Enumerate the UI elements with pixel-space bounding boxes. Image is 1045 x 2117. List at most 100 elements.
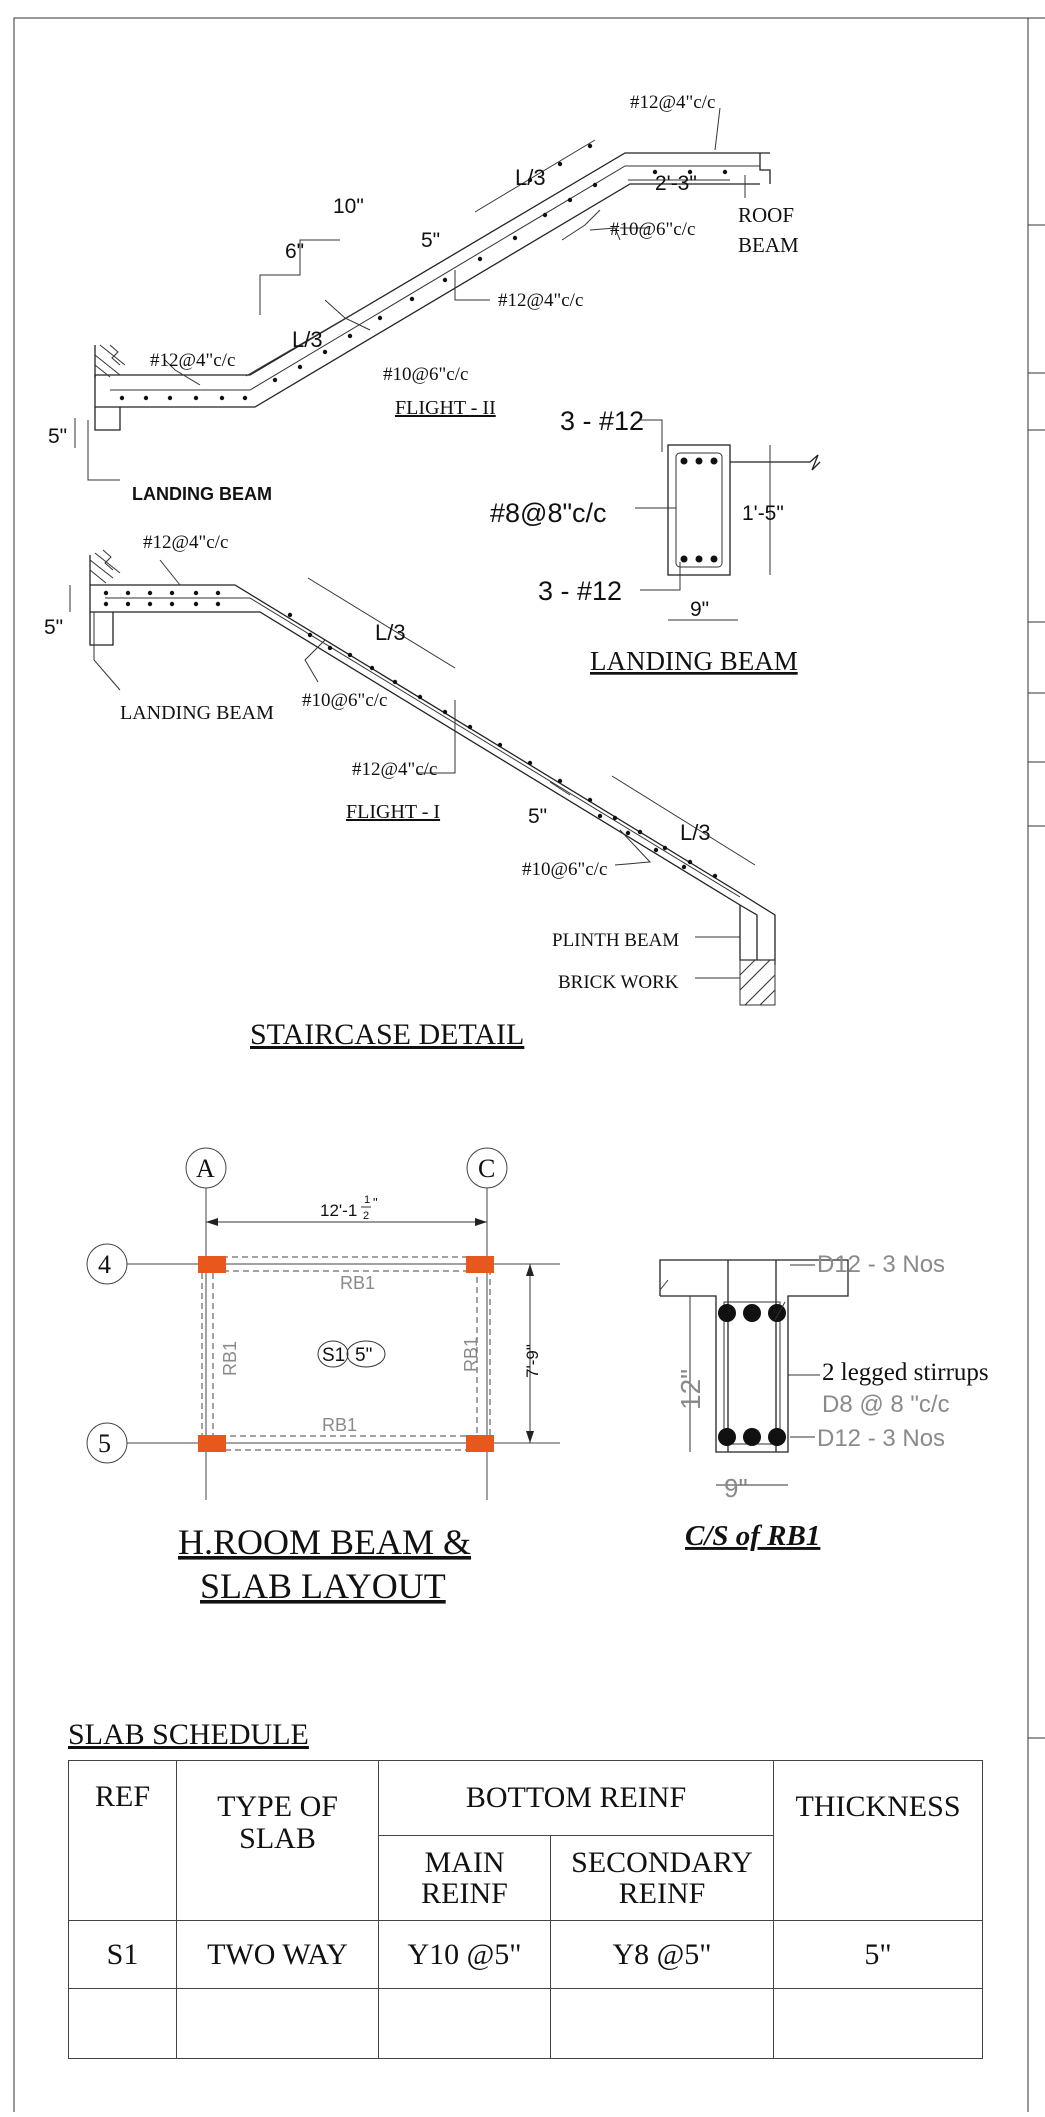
layout-title-2: SLAB LAYOUT xyxy=(200,1566,446,1606)
flight-2-landing-beam xyxy=(94,345,121,431)
cell-ref xyxy=(68,1988,177,2059)
landing-beam-depth: 1'-5" xyxy=(742,502,784,525)
dim-line xyxy=(245,303,371,377)
flight-1-thickness: 5" xyxy=(528,805,547,828)
slab-schedule-title: SLAB SCHEDULE xyxy=(68,1718,309,1751)
beam-label-right: RB1 xyxy=(461,1337,481,1372)
break-line xyxy=(102,549,114,571)
landing-beam-stirrup xyxy=(675,452,723,568)
leader xyxy=(454,270,490,301)
slab-thk-label: 5" xyxy=(355,1345,372,1366)
flight-2-top-bar-label: #12@4"c/c xyxy=(630,92,715,113)
flight-2-dist-lower: #10@6"c/c xyxy=(383,364,468,385)
leader xyxy=(561,209,601,241)
flight-1-l3-upper: L/3 xyxy=(375,620,406,645)
flight-2-tread: 10" xyxy=(333,195,364,218)
flight-1-dist-upper: #10@6"c/c xyxy=(302,690,387,711)
rb1-width-label: 9" xyxy=(724,1473,748,1503)
flight-1-detail: #12@4"c/c 5" L/3 #10@6"c/c LANDING BEAM … xyxy=(44,532,776,1006)
schedule-row: S1 TWO WAY Y10 @5" Y8 @5" 5" xyxy=(68,1920,983,1989)
flight-2-label: FLIGHT - II xyxy=(395,397,496,419)
flight-2-left-bar: #12@4"c/c xyxy=(150,350,235,371)
header-type: TYPE OF SLAB xyxy=(176,1760,379,1921)
header-secondary-reinf: SECONDARY REINF xyxy=(550,1835,774,1921)
slab-ref-label: S1 xyxy=(322,1345,345,1366)
cell-ref: S1 xyxy=(68,1920,177,1989)
flight-2-dist-upper: #10@6"c/c xyxy=(610,219,695,240)
header-bottom-reinf: BOTTOM REINF xyxy=(378,1760,774,1836)
dim-line xyxy=(474,139,596,213)
flight-1-main-bar: #12@4"c/c xyxy=(352,759,437,780)
brick-hatch xyxy=(739,959,776,1006)
beam-label-left: RB1 xyxy=(220,1341,240,1376)
leader xyxy=(304,639,326,683)
flight-2-top-face xyxy=(95,183,760,408)
leader xyxy=(589,227,621,241)
slab-break xyxy=(730,454,821,471)
schedule-row xyxy=(68,1988,983,2059)
grid-label-5: 5 xyxy=(98,1429,111,1458)
beam-label-top: RB1 xyxy=(340,1273,375,1293)
tick xyxy=(659,1279,669,1291)
header-main-reinf: MAIN REINF xyxy=(378,1835,551,1921)
layout-plan: A C 4 5 12'-1 1 2 " 7'-9" RB1 RB1 RB1 RB… xyxy=(86,1147,560,1606)
beam-inner-outline xyxy=(212,1270,478,1437)
cell-type xyxy=(176,1988,379,2059)
leader xyxy=(640,562,681,591)
landing-beam-title: LANDING BEAM xyxy=(590,646,798,676)
landing-beam-bottom-bars: 3 - #12 xyxy=(538,576,622,606)
flight-2-dim-top: 2'-3" xyxy=(655,172,697,195)
flight-1-l3-lower: L/3 xyxy=(680,820,711,845)
landing-beam-section: 3 - #12 #8@8"c/c 1'-5" 3 - #12 9" LANDIN… xyxy=(490,406,821,676)
flight-1-distribution-bars xyxy=(103,590,718,879)
arrow xyxy=(526,1431,534,1443)
roof-beam-label-2: BEAM xyxy=(738,233,799,257)
cell-thickness xyxy=(773,1988,983,2059)
brick-work xyxy=(739,959,776,1006)
flight-2-main-bar xyxy=(110,165,760,391)
grid-label-4: 4 xyxy=(98,1250,111,1279)
roof-beam xyxy=(759,153,771,184)
landing-beam-width: 9" xyxy=(690,598,709,621)
plinth-beam-label: PLINTH BEAM xyxy=(552,930,679,951)
rb1-bottom-bars: D12 - 3 Nos xyxy=(817,1425,945,1452)
header-ref: REF xyxy=(68,1760,177,1921)
span-inch: " xyxy=(373,1195,378,1210)
stirrup-hook xyxy=(774,1301,786,1321)
schedule-header-row: REF TYPE OF SLAB BOTTOM REINF THICKNESS xyxy=(68,1760,983,1921)
cell-main: Y10 @5" xyxy=(378,1920,551,1989)
flight-1-label: FLIGHT - I xyxy=(346,801,440,823)
leader xyxy=(640,419,663,452)
column xyxy=(466,1435,494,1452)
span-main-label: 12'-1 xyxy=(320,1201,357,1220)
flight-1-landing-beam xyxy=(89,555,114,646)
flight-1-top-face xyxy=(90,584,776,965)
leader xyxy=(614,829,652,866)
break-line xyxy=(109,344,121,366)
arrow xyxy=(206,1218,218,1226)
rb1-stirrups-1: 2 legged stirrups xyxy=(822,1359,989,1386)
leader xyxy=(93,612,121,691)
rb1-depth-label: 12" xyxy=(675,1369,706,1410)
layout-title-1: H.ROOM BEAM & xyxy=(178,1522,471,1562)
slab-schedule-table: REF TYPE OF SLAB BOTTOM REINF THICKNESS … xyxy=(68,1760,983,2059)
hatch xyxy=(89,552,121,584)
leader xyxy=(159,559,181,586)
span-frac-den: 2 xyxy=(363,1210,369,1222)
leader xyxy=(164,359,201,386)
span-side-label: 7'-9" xyxy=(523,1344,542,1378)
header-thickness: THICKNESS xyxy=(773,1760,983,1921)
flight-2-riser: 6" xyxy=(285,240,304,263)
flight-2-l3-lower: L/3 xyxy=(292,327,323,352)
flight-1-landing-beam: LANDING BEAM xyxy=(120,702,274,724)
beam-outer-outline xyxy=(201,1256,491,1451)
column xyxy=(198,1435,226,1452)
arrow xyxy=(526,1264,534,1276)
flight-2-thickness: 5" xyxy=(421,229,440,252)
leader xyxy=(418,700,456,774)
dim-line xyxy=(611,775,756,866)
staircase-title: STAIRCASE DETAIL xyxy=(250,1018,524,1051)
brick-work-label: BRICK WORK xyxy=(558,972,679,993)
rb1-section: D12 - 3 Nos 2 legged stirrups D8 @ 8 "c/… xyxy=(659,1251,989,1552)
